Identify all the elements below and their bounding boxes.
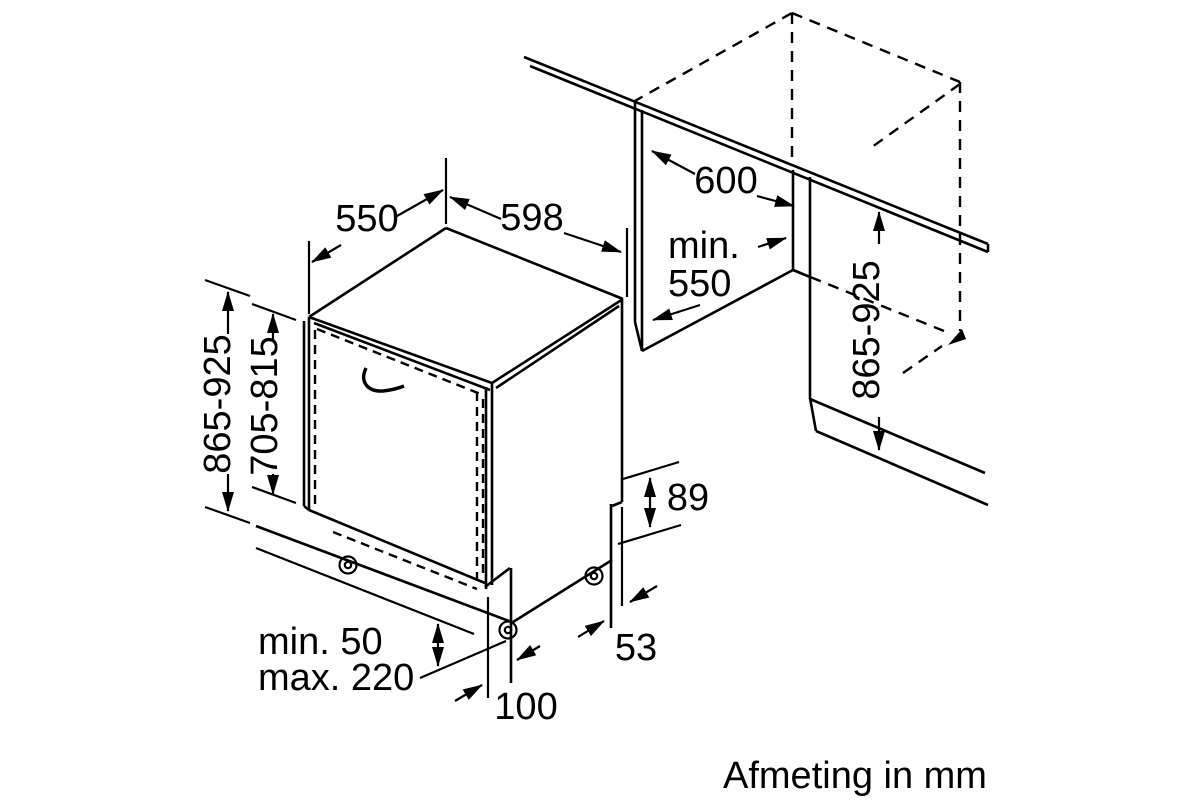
dashed-corner-arrowhead (948, 329, 966, 345)
top-right-edge (491, 297, 624, 385)
dim-tick (204, 278, 251, 298)
door-dashed-bottom (332, 530, 478, 591)
dim-arrow (652, 303, 701, 322)
dim-arrow (311, 244, 342, 263)
dim-plinth-clearance: min. 50 max. 220 (255, 546, 507, 699)
dashed-hidden-bottom-edge (792, 268, 945, 333)
top-left-edge (308, 226, 447, 319)
worktop (523, 55, 990, 254)
dim-arrow (577, 620, 605, 638)
dashed-top-right-edge (791, 11, 961, 84)
worktop-top-line (523, 55, 989, 246)
dim-worktop-depth-label: 600 (694, 160, 757, 202)
dim-door-panel-height-label: 705-815 (244, 336, 286, 475)
top-right-rim (495, 304, 620, 390)
adjustable-foot-front-left (338, 555, 358, 575)
notch-step (611, 500, 623, 508)
dim-arrow (757, 236, 787, 250)
niche-front-step (633, 321, 644, 352)
dim-niche-depth-min: min. 550 (652, 225, 787, 322)
front-left-foot-step (303, 504, 310, 512)
dim-plinth-clearance-max-label: max. 220 (258, 657, 414, 699)
adjustable-foot-back-right (584, 566, 604, 586)
dim-arrow (629, 585, 658, 603)
dim-appliance-width: 598 (449, 195, 629, 297)
dim-niche-height: 865-925 (846, 211, 888, 451)
cabinet-floor-line-2 (815, 429, 989, 507)
dim-worktop-depth: 600 (651, 150, 795, 208)
door-dashed-top (316, 327, 484, 397)
dim-appliance-height-label: 865-925 (197, 334, 239, 473)
niche-floor-connector (792, 268, 811, 279)
niche-floor-edge (641, 268, 794, 353)
dim-niche-height-label: 865-925 (846, 260, 888, 399)
dim-ref-line-upper (255, 546, 475, 636)
dim-tick (204, 505, 251, 525)
dim-door-panel-height: 705-815 (244, 302, 297, 505)
dim-base-notch: 89 (617, 460, 709, 546)
dim-arrow (756, 194, 795, 208)
dim-tick (251, 485, 297, 505)
plinth-side-return (484, 566, 511, 589)
dim-niche-depth-min-value: 550 (668, 263, 731, 305)
top-front-edge (308, 315, 493, 385)
dim-appliance-height: 865-925 (197, 278, 251, 525)
dim-tick (617, 523, 682, 546)
dim-appliance-width-label: 598 (500, 197, 563, 239)
front-face-bottom-edge (308, 508, 486, 585)
dim-base-notch-label: 89 (667, 477, 709, 519)
dishwasher-body (255, 226, 624, 683)
dim-appliance-depth-label: 550 (335, 198, 398, 240)
dim-arrow (396, 189, 444, 217)
dim-arrow (651, 150, 696, 175)
dim-arrow (454, 684, 483, 702)
worktop-bottom-line (529, 64, 989, 254)
adjustable-foot-front-right (498, 620, 518, 640)
dim-arrow (563, 231, 622, 254)
dim-front-foot-inset: 100 (454, 597, 558, 728)
right-cabinet (808, 177, 989, 507)
dim-front-foot-inset-label: 100 (494, 686, 557, 728)
dashed-top-left-edge (632, 11, 793, 104)
dim-appliance-depth: 550 (307, 158, 448, 314)
dim-rear-foot-offset-label: 53 (615, 627, 657, 669)
dim-niche-depth-min-prefix: min. (668, 225, 740, 267)
dim-rear-foot-offset: 53 (577, 507, 658, 669)
door-handle-icon (362, 367, 405, 393)
niche-opening (633, 103, 811, 353)
dim-arrow (516, 644, 541, 661)
dashed-cabinet-volume (632, 11, 966, 374)
dashed-front-top-edge (871, 83, 961, 148)
dim-tick (251, 302, 297, 322)
top-front-rim (313, 321, 491, 392)
plinth-bottom-edge (255, 524, 510, 623)
top-back-edge (445, 226, 624, 301)
dim-arrow (449, 195, 502, 221)
cabinet-plinth-step (808, 397, 818, 432)
right-panel-bottom-edge (512, 558, 613, 624)
dim-plinth-clearance-min-label: min. 50 (258, 621, 383, 663)
units-caption: Afmeting in mm (723, 755, 987, 797)
dashed-hidden-bottom-edge-2 (902, 345, 943, 374)
cabinet-floor-line-1 (809, 397, 986, 475)
dim-ref-line-lower (419, 639, 507, 680)
dim-tick (622, 460, 680, 481)
